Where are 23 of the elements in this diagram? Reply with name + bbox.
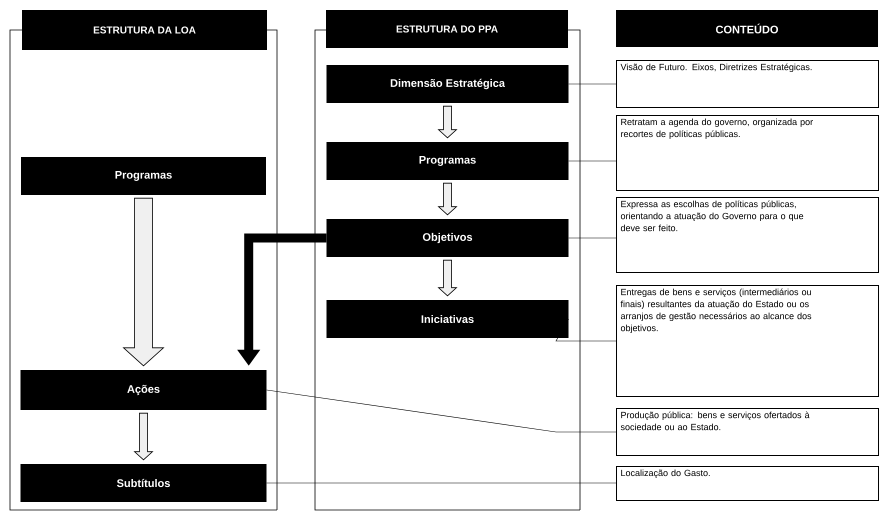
leader-line — [266, 482, 616, 484]
description-box: Expressa as escolhas de políticas públicas, orientando a atuação do Governo para o que deve ser feito. — [616, 197, 879, 273]
title-box: CONTEÚDO — [616, 10, 878, 47]
title-box: Programas — [326, 142, 568, 180]
description-box: Produção pública: bens e serviços ofertados à sociedade ou ao Estado. — [616, 408, 879, 456]
leader-line — [555, 318, 616, 342]
description-box: Localização do Gasto. — [616, 466, 879, 501]
block-arrow — [437, 260, 458, 296]
title-box: Subtítulos — [20, 464, 266, 502]
title-box: Programas — [21, 157, 266, 195]
title-box: Iniciativas — [326, 300, 568, 338]
description-box: Entregas de bens e serviços (intermediários ou finais) resultantes da atuação do Estado ou os arranjos de gestão necessários ao alcance dos objetivos. — [616, 285, 879, 397]
description-box: Visão de Futuro. Eixos, Diretrizes Estratégicas. — [616, 60, 879, 108]
block-arrow — [437, 106, 458, 138]
leader-line — [568, 160, 616, 162]
title-box: Dimensão Estratégica — [326, 65, 568, 103]
block-arrow — [122, 198, 165, 366]
block-arrow — [133, 412, 154, 460]
title-box: Ações — [20, 370, 266, 410]
leader-line — [266, 390, 616, 432]
title-box: Objetivos — [326, 219, 568, 257]
block-arrow — [437, 182, 458, 216]
description-box: Retratam a agenda do governo, organizada por recortes de políticas públicas. — [616, 115, 879, 191]
